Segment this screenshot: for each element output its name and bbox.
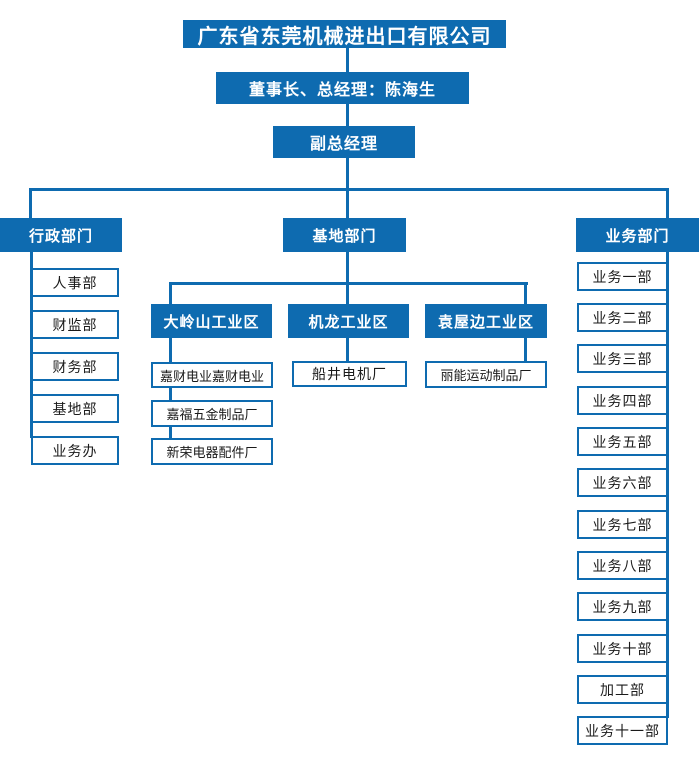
admin-child-box: 财监部 <box>31 310 119 339</box>
admin-dept-box: 行政部门 <box>0 218 122 252</box>
business-child-box: 业务十部 <box>577 634 668 663</box>
connector-line <box>29 188 669 191</box>
zone-box: 大岭山工业区 <box>151 304 272 338</box>
connector-line <box>169 338 172 440</box>
admin-child-box: 财务部 <box>31 352 119 381</box>
zone-box: 机龙工业区 <box>288 304 409 338</box>
business-child-box: 业务一部 <box>577 262 668 291</box>
admin-child-box: 基地部 <box>31 394 119 423</box>
factory-box: 新荣电器配件厂 <box>151 438 273 465</box>
business-child-box: 业务九部 <box>577 592 668 621</box>
connector-line <box>346 158 349 191</box>
executive-box: 董事长、总经理：陈海生 <box>216 72 469 104</box>
business-child-box: 业务八部 <box>577 551 668 580</box>
factory-box: 丽能运动制品厂 <box>425 361 547 388</box>
admin-child-box: 人事部 <box>31 268 119 297</box>
connector-line <box>524 282 527 304</box>
factory-box: 嘉福五金制品厂 <box>151 400 273 427</box>
factory-box: 嘉财电业嘉财电业 <box>151 362 273 388</box>
base-dept-box: 基地部门 <box>283 218 406 252</box>
connector-line <box>524 338 527 361</box>
connector-line <box>30 252 33 438</box>
business-child-box: 业务十一部 <box>577 716 668 745</box>
business-dept-box: 业务部门 <box>576 218 699 252</box>
zone-box: 袁屋边工业区 <box>425 304 547 338</box>
connector-line <box>346 104 349 126</box>
business-child-box: 业务三部 <box>577 344 668 373</box>
connector-line <box>346 282 349 304</box>
admin-child-box: 业务办 <box>31 436 119 465</box>
connector-line <box>346 338 349 361</box>
connector-line <box>29 188 32 218</box>
connector-line <box>169 282 172 304</box>
business-child-box: 业务二部 <box>577 303 668 332</box>
company-root-box: 广东省东莞机械进出口有限公司 <box>183 20 506 48</box>
connector-line <box>666 188 669 218</box>
business-child-box: 业务六部 <box>577 468 668 497</box>
business-child-box: 业务五部 <box>577 427 668 456</box>
deputy-gm-box: 副总经理 <box>273 126 415 158</box>
business-child-box: 加工部 <box>577 675 668 704</box>
factory-box: 船井电机厂 <box>292 361 407 387</box>
business-child-box: 业务七部 <box>577 510 668 539</box>
business-child-box: 业务四部 <box>577 386 668 415</box>
connector-line <box>346 188 349 218</box>
connector-line <box>346 48 349 72</box>
connector-line <box>346 252 349 285</box>
